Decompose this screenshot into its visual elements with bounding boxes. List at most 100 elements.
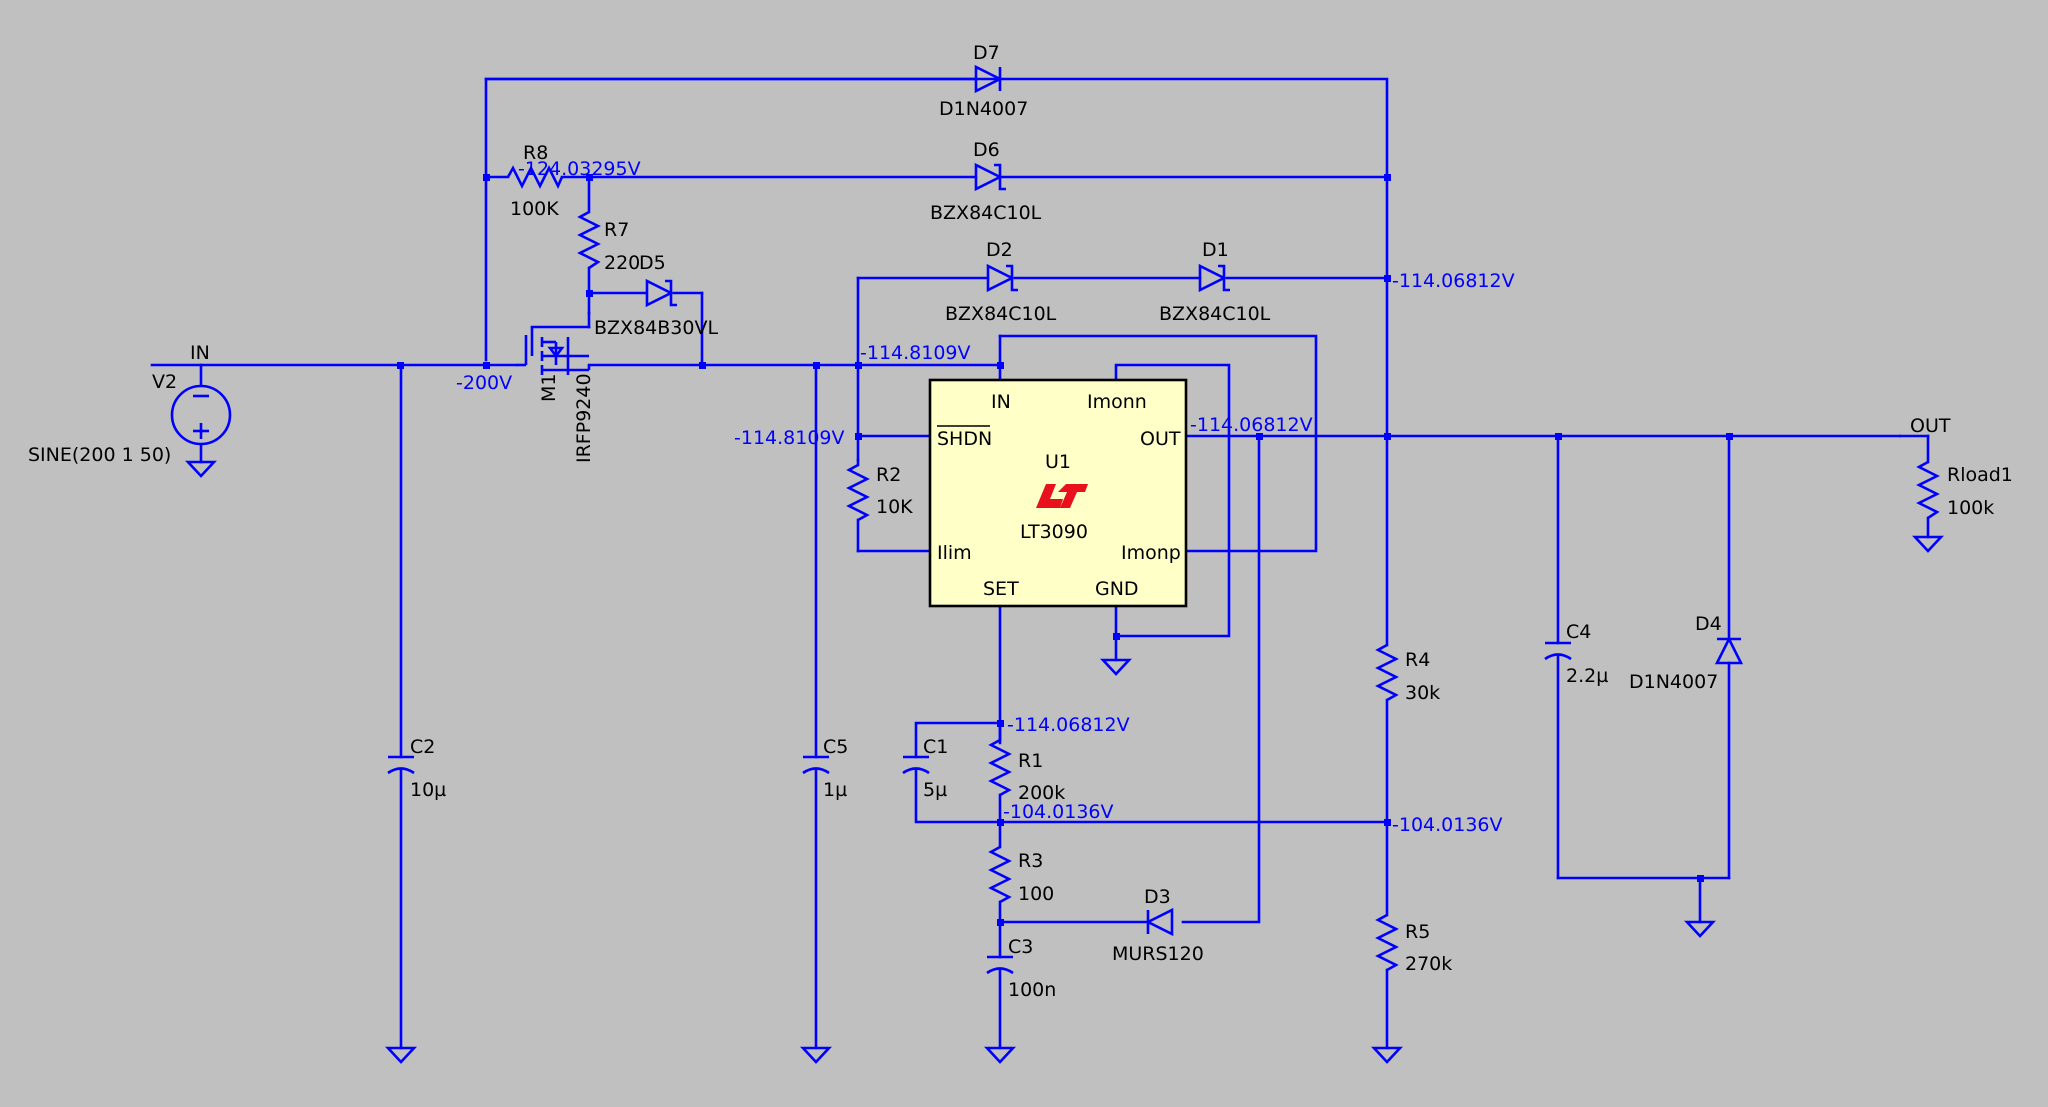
- u1-value: LT3090: [1020, 521, 1088, 543]
- ground-icon: [1684, 920, 1716, 938]
- ground-icon: [984, 1046, 1016, 1064]
- r5-value: 270k: [1405, 953, 1452, 975]
- c1-name: C1: [923, 736, 948, 758]
- r2-value: 10K: [876, 496, 913, 518]
- r8-name: R8: [523, 142, 548, 164]
- c3-name: C3: [1008, 936, 1033, 958]
- ground-icon: [1912, 535, 1944, 553]
- rload1-value: 100k: [1947, 497, 1994, 519]
- d4-name: D4: [1695, 613, 1722, 635]
- u1-pin-imonp: Imonp: [1121, 542, 1181, 564]
- r5-resistor[interactable]: [1375, 913, 1399, 972]
- u1-pin-ilim: Ilim: [937, 542, 972, 564]
- u1-name: U1: [1045, 451, 1071, 473]
- c1-capacitor[interactable]: [902, 755, 930, 775]
- voltage-r1-bottom-node: -104.0136V: [1003, 801, 1114, 823]
- v2-value: SINE(200 1 50): [28, 444, 171, 466]
- voltage-r4-r5-node: -104.0136V: [1392, 814, 1503, 836]
- u1-regulator[interactable]: [928, 378, 1188, 608]
- rload1-resistor[interactable]: [1916, 460, 1940, 520]
- ground-icon: [800, 1046, 832, 1064]
- voltage-shdn-node: -114.8109V: [734, 427, 845, 449]
- c5-capacitor[interactable]: [802, 755, 830, 775]
- r3-name: R3: [1018, 850, 1043, 872]
- voltage-out-reg-node: -114.06812V: [1190, 414, 1313, 436]
- m1-value: IRFP9240: [573, 373, 595, 463]
- u1-pin-imonn: Imonn: [1087, 391, 1147, 413]
- voltage-in-reg-node: -114.8109V: [860, 342, 971, 364]
- r7-value: 220: [604, 252, 640, 274]
- r2-name: R2: [876, 464, 901, 486]
- voltage-set-node: -114.06812V: [1007, 714, 1130, 736]
- d7-diode[interactable]: [484, 64, 1003, 94]
- r3-resistor[interactable]: [988, 845, 1012, 904]
- r1-resistor[interactable]: [988, 738, 1012, 797]
- v2-name: V2: [152, 371, 177, 393]
- d2-value: BZX84C10L: [945, 303, 1057, 325]
- d3-diode[interactable]: [1145, 907, 1174, 937]
- wires: [150, 77, 1930, 1050]
- d1-name: D1: [1202, 239, 1229, 261]
- r1-name: R1: [1018, 750, 1043, 772]
- d3-value: MURS120: [1112, 943, 1204, 965]
- d3-name: D3: [1144, 886, 1171, 908]
- u1-pin-shdn: SHDN: [937, 428, 992, 450]
- d6-value: BZX84C10L: [930, 202, 1042, 224]
- ground-icon: [385, 1046, 417, 1064]
- r8-resistor[interactable]: [506, 165, 564, 190]
- m1-mosfet[interactable]: [516, 327, 591, 375]
- ground-icon: [185, 460, 217, 478]
- c2-value: 10µ: [410, 779, 446, 801]
- ground-icon: [1371, 1046, 1403, 1064]
- r1-value: 200k: [1018, 782, 1065, 804]
- d2-name: D2: [986, 239, 1013, 261]
- v2-source[interactable]: [170, 384, 232, 446]
- m1-name: M1: [538, 374, 560, 402]
- u1-pin-in: IN: [991, 391, 1011, 413]
- c2-name: C2: [410, 736, 435, 758]
- r4-value: 30k: [1405, 682, 1440, 704]
- r4-name: R4: [1405, 649, 1430, 671]
- voltage-source-node: -200V: [456, 372, 512, 394]
- c3-value: 100n: [1008, 979, 1056, 1001]
- d5-value: BZX84B30VL: [594, 317, 718, 339]
- r2-resistor[interactable]: [846, 463, 870, 522]
- r3-value: 100: [1018, 883, 1054, 905]
- d1-value: BZX84C10L: [1159, 303, 1271, 325]
- d5-diode[interactable]: [645, 278, 677, 308]
- c5-name: C5: [823, 736, 848, 758]
- ground-symbols: [185, 460, 1944, 1064]
- rload1-name: Rload1: [1947, 464, 2013, 486]
- r5-name: R5: [1405, 921, 1430, 943]
- u1-pin-out: OUT: [1140, 428, 1181, 450]
- r4-resistor[interactable]: [1375, 643, 1399, 702]
- c1-value: 5µ: [923, 779, 947, 801]
- c4-name: C4: [1566, 621, 1591, 643]
- d4-diode[interactable]: [1714, 636, 1744, 665]
- d6-name: D6: [973, 139, 1000, 161]
- c4-capacitor[interactable]: [1544, 641, 1572, 661]
- d5-name: D5: [639, 252, 666, 274]
- net-label-out: OUT: [1910, 415, 1951, 437]
- c4-value: 2.2µ: [1566, 665, 1608, 687]
- d4-value: D1N4007: [1629, 671, 1718, 693]
- d7-name: D7: [973, 42, 1000, 64]
- lt-logo-icon: [1036, 484, 1088, 508]
- net-label-in: IN: [190, 342, 210, 364]
- voltage-d1-node: -114.06812V: [1392, 270, 1515, 292]
- d2-diode[interactable]: [986, 263, 1018, 293]
- u1-pin-gnd: GND: [1095, 578, 1139, 600]
- u1-pin-set: SET: [983, 578, 1019, 600]
- r7-resistor[interactable]: [577, 210, 601, 270]
- d7-value: D1N4007: [939, 98, 1028, 120]
- c2-capacitor[interactable]: [387, 755, 415, 775]
- r8-value: 100K: [510, 198, 559, 220]
- d1-diode[interactable]: [1198, 263, 1230, 293]
- d6-diode[interactable]: [974, 162, 1006, 192]
- ground-icon: [1100, 658, 1132, 676]
- c3-capacitor[interactable]: [986, 955, 1014, 975]
- junction-dots: [397, 174, 1733, 926]
- r7-name: R7: [604, 219, 629, 241]
- voltage-r8-node: -124.03295V: [518, 158, 641, 180]
